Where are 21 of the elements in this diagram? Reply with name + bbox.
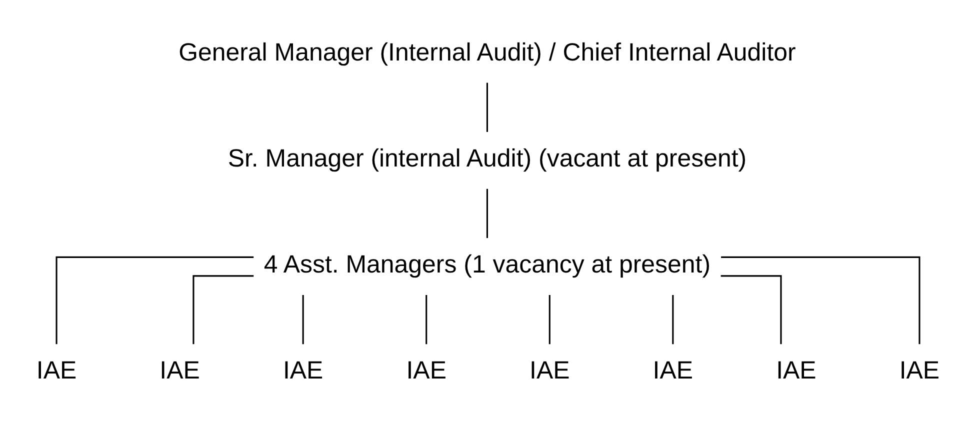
- connector: [486, 82, 488, 132]
- node-text: IAE: [652, 356, 694, 384]
- node-text: IAE: [160, 356, 200, 384]
- connector: [426, 294, 428, 344]
- node-text: IAE: [36, 356, 77, 384]
- connector: [720, 274, 782, 344]
- node-text: IAE: [776, 356, 816, 384]
- connector: [721, 256, 920, 344]
- node-text: IAE: [406, 356, 446, 384]
- connector: [486, 188, 488, 238]
- node-text: Sr. Manager (internal Audit) (vacant at present): [228, 144, 747, 172]
- connector: [192, 274, 254, 344]
- connector: [672, 294, 674, 344]
- node-text: IAE: [899, 356, 940, 384]
- connector: [302, 294, 304, 344]
- node-text: 4 Asst. Managers (1 vacancy at present): [264, 250, 711, 278]
- connector: [56, 256, 254, 344]
- node-text: General Manager (Internal Audit) / Chief Internal Auditor: [178, 38, 796, 66]
- node-text: IAE: [530, 356, 570, 384]
- node-text: IAE: [282, 356, 324, 384]
- connector: [548, 294, 550, 344]
